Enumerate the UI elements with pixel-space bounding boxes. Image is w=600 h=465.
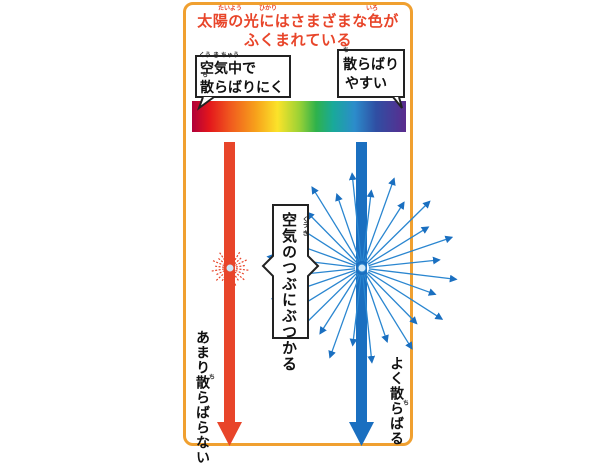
left-bottom-ruby: ち (209, 372, 215, 381)
right-bubble-tail (393, 97, 402, 108)
left-bubble-tail (199, 97, 214, 108)
red-scatter-ray-11 (215, 266, 225, 267)
blue-air-particle (358, 264, 366, 272)
right-bottom-ruby: ち (403, 398, 409, 407)
blue-scatter-ray-0 (369, 269, 456, 280)
blue-scatter-ray-8 (330, 275, 360, 358)
blue-scatter-ray-27 (369, 260, 440, 267)
red-scatter-ray-21 (236, 265, 245, 267)
red-scatter-ray-1 (236, 270, 245, 274)
red-scatter-ray-20 (235, 260, 247, 266)
center-label-text: 空気のつぶにぶつかる (279, 212, 300, 372)
blue-scatter-ray-1 (369, 270, 436, 294)
center-ruby-kuuki: くう き (300, 216, 309, 236)
blue-scatter-ray-26 (369, 237, 452, 265)
red-scatter-ray-0 (236, 269, 249, 271)
red-scatter-ray-10 (211, 269, 224, 271)
blue-scatter-ray-22 (364, 179, 394, 262)
left-bottom-text: あまり散らばらない (192, 330, 212, 465)
blue-scatter-ray-5 (364, 275, 387, 342)
red-light-arrow (217, 142, 242, 446)
red-air-particle (226, 264, 234, 272)
red-scatter-ray-9 (216, 271, 225, 275)
